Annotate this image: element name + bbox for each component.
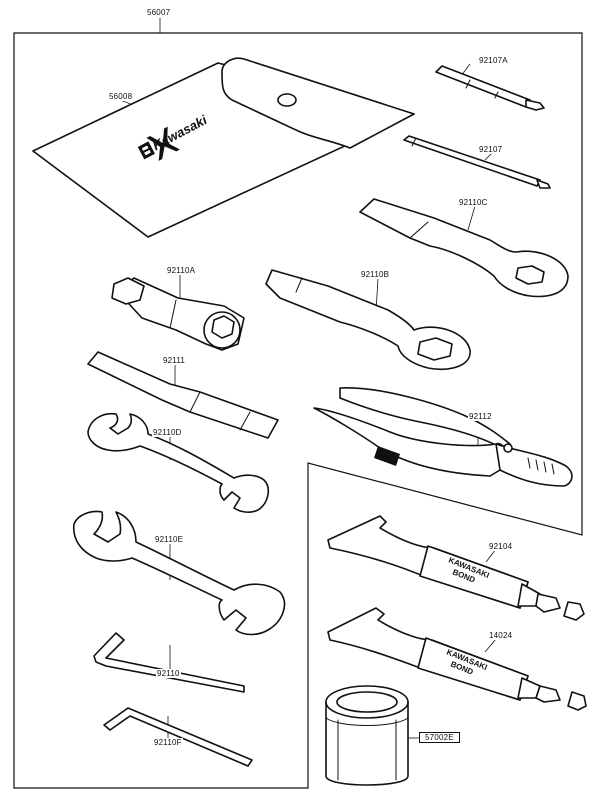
label-bond-tube-1: 92104 bbox=[488, 542, 514, 551]
hex-key-f bbox=[103, 707, 253, 767]
screwdriver-handle bbox=[403, 135, 551, 189]
open-wrench-e bbox=[72, 510, 286, 636]
label-screwdriver-handle: 92107 bbox=[478, 145, 504, 154]
label-plug-wrench: 92110A bbox=[166, 266, 197, 275]
bond-tube-upper: KAWASAKI BOND bbox=[327, 515, 585, 621]
bar-handle bbox=[87, 351, 279, 439]
bond-can bbox=[325, 685, 409, 786]
label-bar-handle: 92111 bbox=[162, 356, 187, 365]
hex-key bbox=[93, 632, 245, 693]
pouch bbox=[32, 57, 415, 238]
pliers bbox=[313, 387, 573, 487]
label-wrench-e: 92110E bbox=[154, 535, 185, 544]
label-box-wrench-b: 92110B bbox=[360, 270, 391, 279]
plug-wrench bbox=[111, 277, 245, 351]
label-bond-tube-2: 14024 bbox=[488, 631, 514, 640]
label-pouch: 56008 bbox=[108, 92, 134, 101]
label-screwdriver-bit: 92107A bbox=[478, 56, 509, 65]
toolkit-frame bbox=[13, 32, 583, 789]
label-wrench-d: 92110D bbox=[152, 428, 183, 437]
label-hex-key: 92110 bbox=[156, 669, 181, 678]
pouch-logo bbox=[137, 126, 180, 161]
label-bond-can: 57002E bbox=[419, 732, 460, 743]
label-hex-key-f: 92110F bbox=[153, 738, 183, 747]
screwdriver-bit bbox=[435, 65, 545, 111]
label-toolkit-frame: 56007 bbox=[146, 8, 172, 17]
box-wrench-c bbox=[359, 198, 569, 298]
box-wrench-b bbox=[265, 269, 471, 370]
open-wrench-d bbox=[87, 412, 270, 513]
label-pliers: 92112 bbox=[468, 412, 493, 421]
label-box-wrench-c: 92110C bbox=[458, 198, 489, 207]
